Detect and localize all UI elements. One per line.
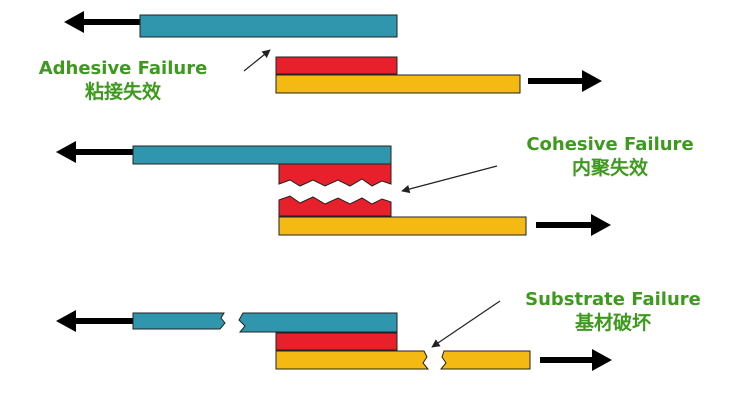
leader-line	[431, 300, 501, 348]
top-substrate	[139, 14, 398, 38]
adhesive-failure-label-en: Adhesive Failure	[38, 58, 208, 79]
bottom-substrate-right-piece	[439, 350, 531, 370]
pull-arrow-right	[540, 349, 612, 371]
bottom-substrate	[275, 74, 521, 94]
leader-line	[401, 165, 498, 194]
cohesive-failure-panel	[56, 141, 611, 236]
substrate-failure-label-en: Substrate Failure	[525, 289, 701, 310]
cohesive-failure-label-zh: 内聚失效	[571, 156, 648, 179]
adhesive-upper-fragment	[278, 163, 392, 187]
top-substrate-right-piece	[238, 312, 398, 333]
substrate-failure-panel	[56, 300, 612, 371]
adhesive-failure-label: Adhesive Failure 粘接失效	[28, 58, 218, 104]
leader-line	[243, 49, 271, 72]
adhesive-lower-fragment	[278, 195, 392, 217]
pull-arrow-left	[56, 310, 133, 332]
pull-arrow-left	[64, 11, 140, 33]
pull-arrow-right	[536, 214, 611, 236]
pull-arrow-left	[56, 141, 133, 163]
bottom-substrate-left-piece	[275, 350, 430, 370]
substrate-failure-label-zh: 基材破坏	[574, 311, 651, 334]
adhesive-layer	[275, 332, 398, 351]
adhesive-layer	[275, 56, 398, 75]
top-substrate-left-piece	[132, 312, 226, 330]
adhesive-failure-label-zh: 粘接失效	[84, 80, 161, 103]
substrate-failure-label: Substrate Failure 基材破坏	[508, 289, 718, 335]
cohesive-failure-label-en: Cohesive Failure	[526, 134, 694, 155]
adhesive-failure-panel	[64, 11, 602, 94]
pull-arrow-right	[528, 70, 602, 92]
top-substrate	[132, 145, 392, 165]
bottom-substrate	[278, 216, 527, 236]
cohesive-failure-label: Cohesive Failure 内聚失效	[510, 134, 710, 180]
